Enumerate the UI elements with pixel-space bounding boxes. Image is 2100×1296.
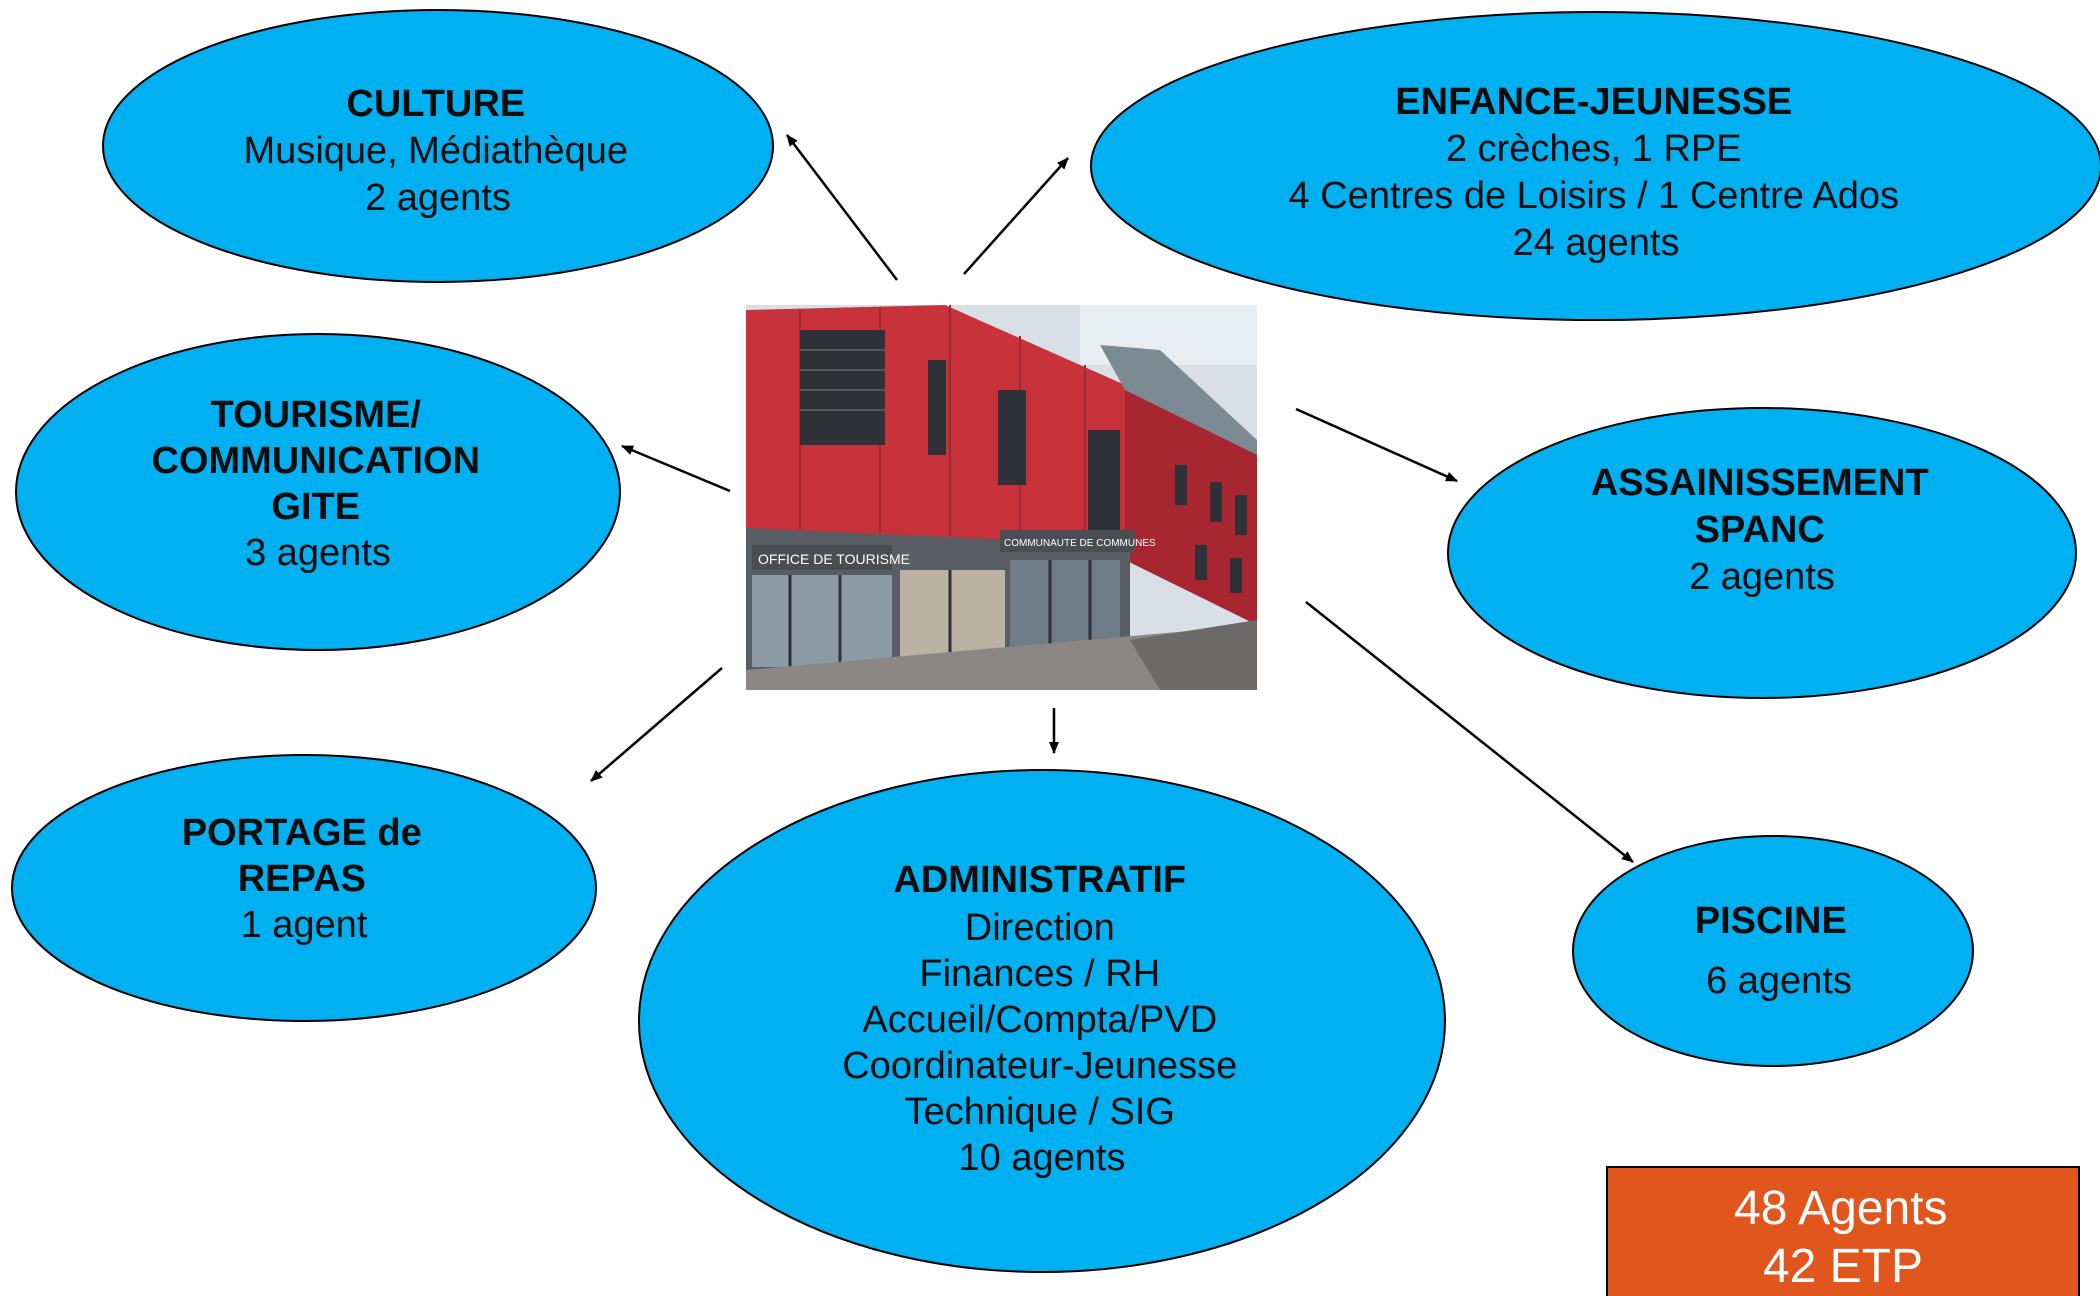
piscine-agents: 6 agents (1706, 960, 1852, 1002)
connector-arrows (590, 134, 1634, 863)
arrow-to-culture (786, 134, 898, 281)
total-etp: 42 ETP (1763, 1240, 1923, 1293)
tourisme-title-2: COMMUNICATION (151, 440, 480, 482)
svg-text:ASSAINISSEMENT SPANC: ASSAINISSEMENT SPANC 2 agents (1591, 462, 1933, 598)
assainissement-title-2: SPANC (1695, 509, 1825, 551)
total-agents: 48 Agents (1734, 1182, 1948, 1235)
tourisme-title-1: TOURISME/ (211, 394, 422, 436)
arrow-to-tourisme (621, 444, 731, 493)
administratif-detail-4: Coordinateur-Jeunesse (842, 1045, 1237, 1087)
administratif-detail-3: Accueil/Compta/PVD (862, 999, 1217, 1041)
portage-title-1: PORTAGE de (182, 812, 422, 854)
svg-text:ADMINISTRATIF Direction: ADMINISTRATIF Direction Finances / RH Ac… (842, 859, 1241, 1179)
enfance-detail-2: 4 Centres de Loisirs / 1 Centre Ados (1289, 175, 1899, 217)
svg-text:48 Agents 42 ETP: 48 Agents 42 ETP (1734, 1182, 1952, 1293)
enfance-agents: 24 agents (1513, 222, 1680, 264)
office-tourisme-sign: OFFICE DE TOURISME (758, 551, 910, 567)
arrow-to-assainissement (1295, 407, 1458, 483)
bubble-enfance-jeunesse: ENFANCE-JEUNESSE 2 crèches, 1 RPE 4 Cent… (1090, 11, 2100, 321)
culture-agents: 2 agents (365, 177, 511, 219)
piscine-title: PISCINE (1695, 900, 1847, 942)
administratif-title: ADMINISTRATIF (893, 859, 1186, 901)
bubble-administratif: ADMINISTRATIF Direction Finances / RH Ac… (638, 769, 1446, 1273)
arrow-to-enfance (963, 157, 1069, 275)
culture-detail: Musique, Médiathèque (244, 130, 628, 172)
svg-text:PORTAGE de REPAS 1: PORTAGE de REPAS 1 agent (182, 812, 426, 946)
administratif-detail-5: Technique / SIG (905, 1091, 1175, 1133)
svg-text:TOURISME/ COMMUNICATION: TOURISME/ COMMUNICATION GITE 3 agents (151, 394, 484, 574)
communaute-sign: COMMUNAUTE DE COMMUNES (1004, 538, 1156, 549)
tourisme-title-3: GITE (271, 486, 360, 528)
enfance-title: ENFANCE-JEUNESSE (1395, 81, 1792, 123)
bubble-tourisme: TOURISME/ COMMUNICATION GITE 3 agents (15, 333, 621, 651)
assainissement-title-1: ASSAINISSEMENT (1591, 462, 1929, 504)
svg-text:CULTURE Musique, Médiath: CULTURE Musique, Médiathèque 2 agents (244, 83, 633, 219)
arrow-to-portage (590, 667, 723, 782)
svg-text:ENFANCE-JEUNESSE 2 crèch: ENFANCE-JEUNESSE 2 crèches, 1 RPE 4 Cent… (1289, 81, 1904, 264)
portage-agents: 1 agent (241, 904, 368, 946)
enfance-detail-1: 2 crèches, 1 RPE (1446, 128, 1742, 170)
administratif-detail-2: Finances / RH (919, 953, 1160, 995)
administratif-detail-1: Direction (965, 907, 1115, 949)
culture-title: CULTURE (346, 83, 525, 125)
administratif-agents: 10 agents (959, 1137, 1126, 1179)
assainissement-agents: 2 agents (1689, 556, 1835, 598)
tourisme-agents: 3 agents (245, 532, 391, 574)
portage-title-2: REPAS (238, 858, 366, 900)
building-photo: OFFICE DE TOURISME COMMUNAUTE DE COMMUNE… (746, 305, 1257, 690)
svg-text:PISCINE 6 agents: PISCINE 6 agents (1695, 900, 1852, 1002)
bubble-piscine: PISCINE 6 agents (1572, 835, 1974, 1067)
bubble-assainissement: ASSAINISSEMENT SPANC 2 agents (1447, 407, 2077, 699)
bubble-portage: PORTAGE de REPAS 1 agent (11, 754, 597, 1022)
arrow-to-piscine (1305, 601, 1634, 863)
total-box: 48 Agents 42 ETP (1606, 1166, 2080, 1296)
bubble-culture: CULTURE Musique, Médiathèque 2 agents (102, 9, 774, 283)
